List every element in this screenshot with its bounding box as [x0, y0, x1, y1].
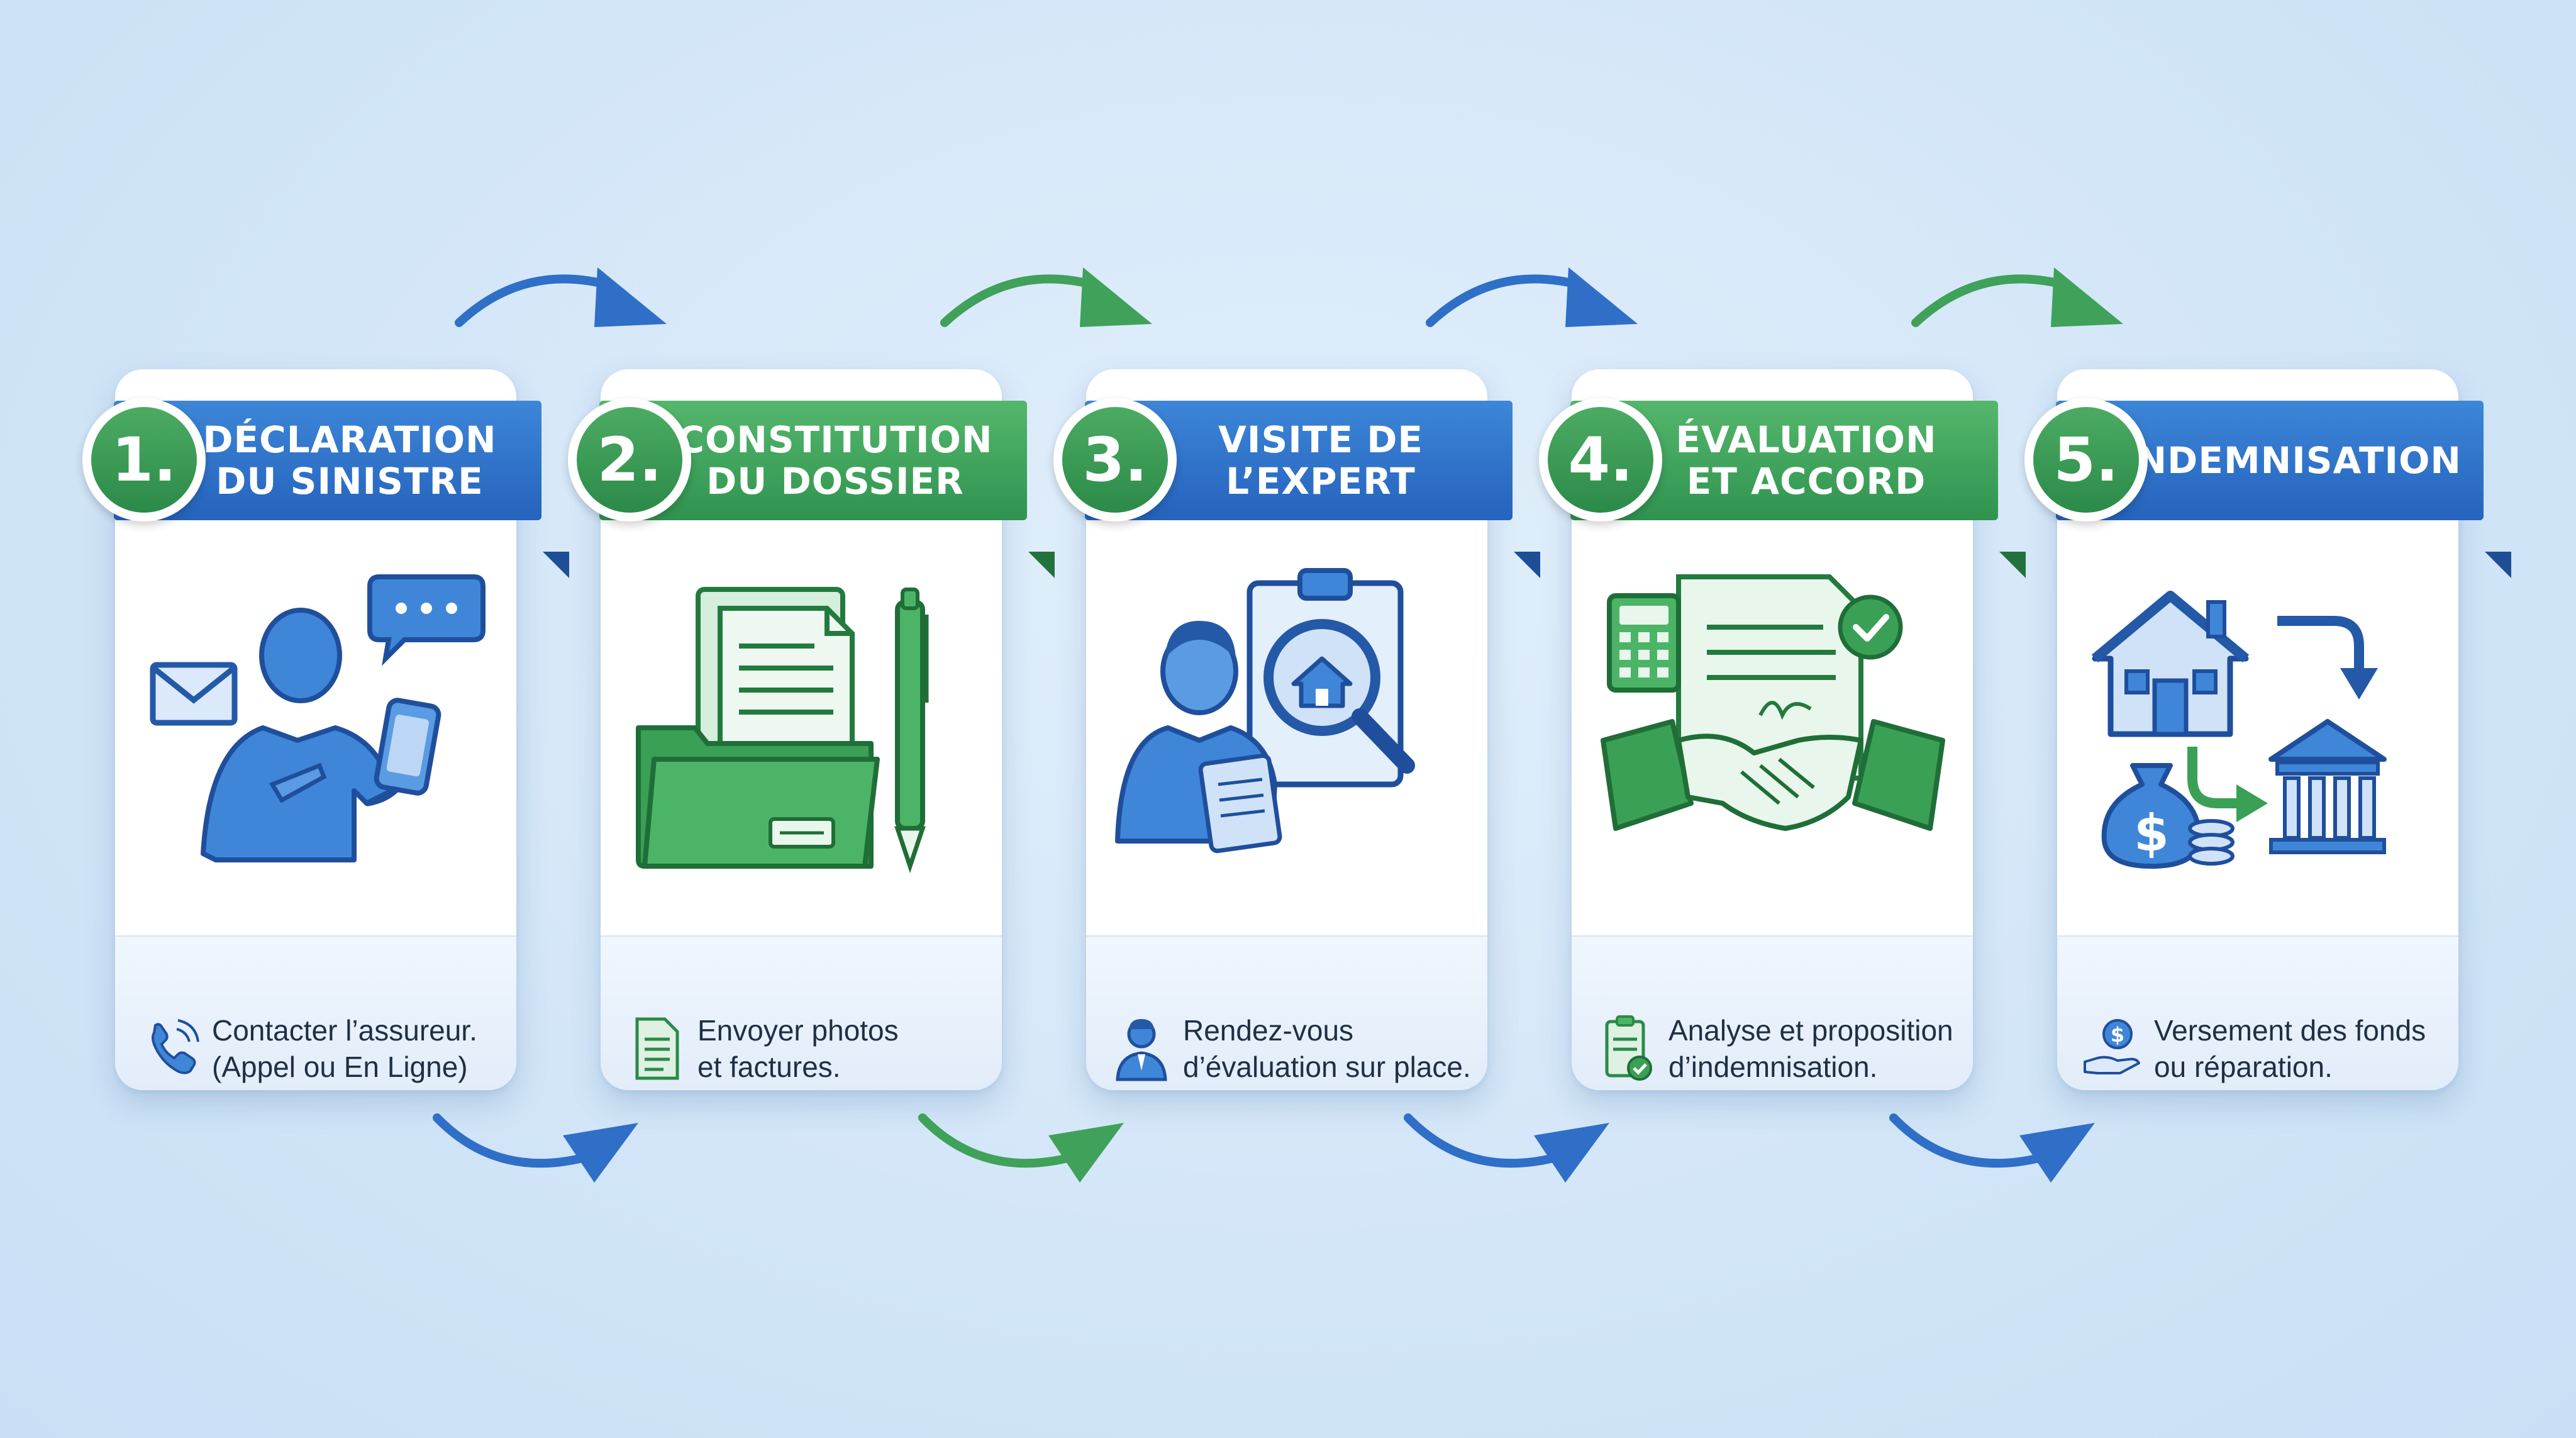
- step-card-2: CONSTITUTION DU DOSSIER 2. En: [568, 369, 1055, 1090]
- step-description-1: Contacter l’assureur. (Appel ou En Ligne…: [140, 1001, 504, 1096]
- expert-clipboard-magnifier-icon: [1115, 568, 1415, 854]
- step-text-1: Contacter l’assureur. (Appel ou En Ligne…: [212, 1014, 477, 1083]
- step-card-1: DÉCLARATION DU SINISTRE 1. Contacter l’a…: [82, 369, 569, 1090]
- step-card-4: ÉVALUATION ET ACCORD 4.: [1539, 369, 2026, 1090]
- step-description-4: Analyse et proposition d’indemnisation.: [1597, 1001, 1960, 1096]
- step-number-5: 5.: [2033, 407, 2139, 513]
- step-title-3: VISITE DE L’EXPERT: [1218, 418, 1423, 503]
- step-number-1: 1.: [91, 407, 197, 513]
- payment-hand-icon: $: [2084, 1019, 2140, 1074]
- step-number-badge-1: 1.: [82, 398, 206, 521]
- step-text-2: Envoyer photos et factures.: [697, 1014, 899, 1083]
- arrow-right-curved-icon: [1911, 267, 2123, 327]
- person-phone-message-icon: [150, 574, 486, 862]
- step-number-4: 4.: [1548, 407, 1653, 513]
- document-icon: [635, 1017, 679, 1080]
- step-number-badge-5: 5.: [2024, 398, 2148, 521]
- arrow-right-curved-icon: [455, 267, 667, 327]
- step-title-1: DÉCLARATION DU SINISTRE: [203, 418, 497, 503]
- svg-text:$: $: [2111, 1023, 2124, 1047]
- step-number-2: 2.: [577, 407, 682, 513]
- arrow-right-curved-icon: [1426, 267, 1638, 327]
- step-text-5: Versement des fonds ou réparation.: [2154, 1014, 2426, 1083]
- banner-fold: [543, 552, 569, 578]
- arrow-right-curved-icon: [940, 267, 1152, 327]
- card-footer: [1572, 935, 1973, 1090]
- house-money-bank-icon: $: [2091, 591, 2387, 869]
- svg-text:$: $: [2134, 804, 2169, 862]
- step-description-5: $ Versement des fonds ou réparation.: [2082, 1001, 2446, 1096]
- step-description-2: Envoyer photos et factures.: [626, 1001, 989, 1096]
- step-number-badge-4: 4.: [1539, 398, 1662, 521]
- step-title-5: INDEMNISATION: [2122, 439, 2462, 482]
- arrow-right-curved-icon: [1889, 1113, 2095, 1183]
- banner-fold: [2485, 552, 2511, 578]
- step-text-4: Analyse et proposition d’indemnisation.: [1668, 1014, 1953, 1083]
- folder-documents-pen-icon: [636, 587, 929, 874]
- banner-fold: [1028, 552, 1055, 578]
- arrow-right-curved-icon: [433, 1113, 638, 1183]
- step-text-3: Rendez-vous d’évaluation sur place.: [1183, 1014, 1471, 1083]
- phone-icon: [152, 1019, 199, 1074]
- expert-icon: [1116, 1019, 1167, 1081]
- step-description-3: Rendez-vous d’évaluation sur place.: [1111, 1001, 1475, 1096]
- banner-fold: [1999, 552, 2026, 578]
- contract-handshake-calculator-icon: [1601, 574, 1945, 831]
- step-card-5: INDEMNISATION 5. $: [2024, 369, 2511, 1090]
- step-number-badge-3: 3.: [1053, 398, 1177, 521]
- step-card-3: VISITE DE L’EXPERT 3. Rendez-vous d’éval…: [1053, 369, 1540, 1090]
- step-title-4: ÉVALUATION ET ACCORD: [1675, 418, 1937, 503]
- step-number-badge-2: 2.: [568, 398, 691, 521]
- checklist-icon: [1605, 1015, 1652, 1081]
- step-title-2: CONSTITUTION DU DOSSIER: [677, 418, 993, 503]
- step-number-3: 3.: [1062, 407, 1168, 513]
- banner-fold: [1514, 552, 1540, 578]
- arrow-right-curved-icon: [1404, 1113, 1609, 1183]
- arrow-right-curved-icon: [918, 1113, 1124, 1183]
